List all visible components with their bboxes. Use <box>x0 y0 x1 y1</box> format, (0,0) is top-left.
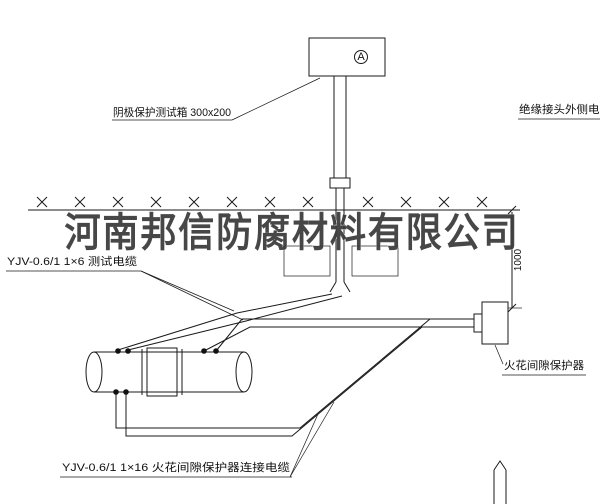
leader-line <box>289 401 335 478</box>
connecting-cable-line <box>125 326 423 437</box>
dimension-tick <box>507 303 517 313</box>
spark-gap-protector <box>473 301 509 345</box>
label-connecting-cable: YJV-0.6/1 1×16 火花间隙保护器连接电缆 <box>60 401 335 478</box>
ground-mark <box>302 196 314 208</box>
ground-mark <box>476 196 488 208</box>
spark-gap-label: 火花间隙保护器 <box>504 358 584 372</box>
cables <box>115 293 474 437</box>
ground-mark <box>36 196 48 208</box>
ground-mark <box>438 196 450 208</box>
leader-line <box>140 270 244 321</box>
pipeline <box>85 347 253 397</box>
ground-mark <box>362 196 374 208</box>
ground-mark <box>264 196 276 208</box>
dimension-1000: 1000 <box>507 205 524 313</box>
label-spark-gap: 火花间隙保护器 <box>494 344 586 376</box>
ground-mark <box>188 196 200 208</box>
test-cable-label: YJV-0.6/1 1×6 测试电缆 <box>7 255 137 268</box>
terminal-a-label: A <box>357 51 365 63</box>
ground-hatch-marks <box>36 196 488 208</box>
concrete-block-right <box>351 245 399 277</box>
concrete-block-left <box>283 245 331 277</box>
pipe-end-cap-left <box>85 351 103 393</box>
pipe-riser-symbol <box>493 460 507 504</box>
cable-connection-dot <box>125 348 131 354</box>
test-cable-line <box>127 295 343 351</box>
connecting-cable-line <box>115 318 431 429</box>
leader-line <box>289 413 319 478</box>
conduit <box>329 76 351 293</box>
terminal-a-circle <box>354 50 368 64</box>
protector-cable-line <box>215 318 474 352</box>
protector-neck <box>473 313 483 333</box>
test-box <box>308 37 386 77</box>
protector-cable-line <box>203 326 474 352</box>
insulating-joint <box>146 347 178 397</box>
leader-line <box>140 270 235 312</box>
insulated-joint-cable-label: 绝缘接头外侧电缆 <box>519 102 600 116</box>
ground-mark <box>400 196 412 208</box>
cable-connection-dot <box>213 348 219 354</box>
dimension-tick <box>507 205 517 215</box>
ground-mark <box>74 196 86 208</box>
protector-body <box>481 301 509 345</box>
connecting-cable-label: YJV-0.6/1 1×16 火花间隙保护器连接电缆 <box>62 460 290 474</box>
pipe-end-cap-right <box>235 351 253 393</box>
cable-connection-dot <box>113 389 119 395</box>
ground-mark <box>226 196 238 208</box>
label-insulated-joint-cable: 绝缘接头外侧电缆 <box>518 102 600 120</box>
ground-mark <box>150 196 162 208</box>
cable-connection-dot <box>115 348 121 354</box>
dimension-value: 1000 <box>513 248 524 271</box>
leader-line <box>231 77 321 121</box>
label-test-cable: YJV-0.6/1 1×6 测试电缆 <box>6 255 244 321</box>
test-box-label: 阴极保护测试箱 300x200 <box>113 105 231 119</box>
company-watermark: 河南邦信防腐材料有限公司 <box>65 210 520 255</box>
conduit-bellmouth <box>329 281 351 293</box>
cable-connection-dot <box>201 348 207 354</box>
conduit-coupler <box>329 177 351 189</box>
label-test-box: 阴极保护测试箱 300x200 <box>112 77 321 121</box>
leader-line <box>494 344 504 365</box>
ground-mark <box>112 196 124 208</box>
test-cable-line <box>117 293 333 351</box>
cable-connection-dot <box>123 389 129 395</box>
